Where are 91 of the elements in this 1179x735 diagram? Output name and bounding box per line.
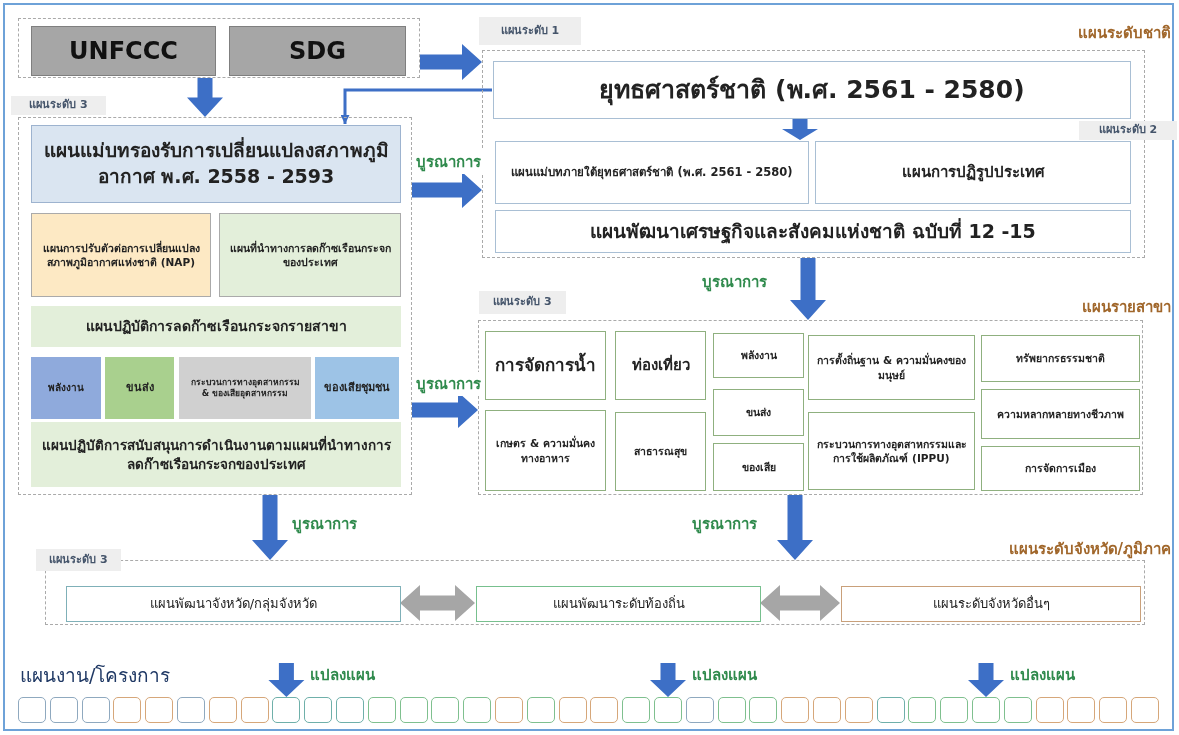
tab-label: แผนระดับ 1 xyxy=(479,17,581,45)
empty-box xyxy=(1003,697,1032,723)
block-arrow xyxy=(777,495,813,560)
plan-box: การจัดการน้ำ xyxy=(485,331,606,400)
empty-box xyxy=(781,697,810,723)
plan-box: เกษตร & ความมั่นคงทางอาหาร xyxy=(485,410,606,491)
empty-box xyxy=(749,697,778,723)
plan-box: แผนที่นำทางการลดก๊าซเรือนกระจกของประเทศ xyxy=(219,213,401,297)
empty-box xyxy=(463,697,492,723)
plan-box: ทรัพยากรธรรมชาติ xyxy=(981,335,1140,382)
empty-box xyxy=(81,697,110,723)
group-frame xyxy=(18,18,420,78)
plan-box: แผนพัฒนาระดับท้องถิ่น xyxy=(476,586,761,622)
empty-box xyxy=(908,697,937,723)
plan-box: สาธารณสุข xyxy=(615,412,706,491)
empty-box xyxy=(208,697,237,723)
edge-label: บูรณาการ xyxy=(414,150,483,174)
plan-box: ของเสีย xyxy=(713,443,804,491)
empty-box xyxy=(113,697,142,723)
plan-box: UNFCCC xyxy=(31,26,216,76)
plan-box: ขนส่ง xyxy=(105,357,174,419)
plan-box: แผนปฏิบัติการสนับสนุนการดำเนินงานตามแผนที่นำทางการลดก๊าซเรือนกระจกของประเทศ xyxy=(31,422,401,487)
empty-box xyxy=(1099,697,1128,723)
empty-box xyxy=(49,697,78,723)
empty-box xyxy=(304,697,333,723)
empty-box xyxy=(431,697,460,723)
empty-box xyxy=(336,697,364,723)
section-heading: แผนระดับจังหวัด/ภูมิภาค xyxy=(1007,538,1171,560)
empty-box xyxy=(654,697,682,723)
plan-box: ของเสียชุมชน xyxy=(315,357,399,419)
block-arrow xyxy=(760,585,840,621)
block-arrow xyxy=(650,663,686,697)
plan-box: ความหลากหลายทางชีวภาพ xyxy=(981,389,1140,439)
plan-box: แผนปฏิบัติการลดก๊าซเรือนกระจกรายสาขา xyxy=(31,306,401,347)
tab-label: แผนระดับ 3 xyxy=(11,96,106,115)
block-arrow xyxy=(790,258,826,320)
block-arrow xyxy=(187,78,223,117)
plan-box: พลังงาน xyxy=(31,357,101,419)
edge-label: บูรณาการ xyxy=(414,372,483,396)
plan-box: การจัดการเมือง xyxy=(981,446,1140,491)
plan-box: พลังงาน xyxy=(713,333,804,378)
empty-box xyxy=(177,697,205,723)
plan-box: ท่องเที่ยว xyxy=(615,331,706,400)
empty-box xyxy=(844,697,873,723)
empty-box xyxy=(717,697,746,723)
section-heading: แผนรายสาขา xyxy=(1081,296,1171,318)
block-arrow xyxy=(412,172,482,208)
section-heading: แผนระดับชาติ xyxy=(1077,22,1171,44)
empty-box xyxy=(590,697,619,723)
row-heading: แผนงาน/โครงการ xyxy=(20,663,171,688)
plan-box: ขนส่ง xyxy=(713,389,804,436)
empty-box xyxy=(940,697,969,723)
empty-box xyxy=(18,697,46,723)
empty-box xyxy=(145,697,174,723)
plan-box: SDG xyxy=(229,26,406,76)
plan-box: แผนพัฒนาจังหวัด/กลุ่มจังหวัด xyxy=(66,586,401,622)
empty-box xyxy=(495,697,523,723)
empty-box xyxy=(876,697,905,723)
block-arrow xyxy=(782,118,818,140)
plan-box: แผนระดับจังหวัดอื่นๆ xyxy=(841,586,1141,622)
empty-box xyxy=(813,697,841,723)
plan-box: แผนการปฏิรูปประเทศ xyxy=(815,141,1131,204)
arrow xyxy=(340,88,492,124)
empty-box xyxy=(972,697,1000,723)
plan-box: แผนการปรับตัวต่อการเปลี่ยนแปลงสภาพภูมิอากาศแห่งชาติ (NAP) xyxy=(31,213,211,297)
empty-box xyxy=(399,697,428,723)
plan-box: กระบวนการทางอุตสาหกรรมและการใช้ผลิตภัณฑ์ (IPPU) xyxy=(808,412,975,490)
tab-label: แผนระดับ 3 xyxy=(479,291,566,314)
empty-box xyxy=(558,697,587,723)
tab-label: แผนระดับ 2 xyxy=(1079,121,1177,140)
plan-box: แผนแม่บทภายใต้ยุทธศาสตร์ชาติ (พ.ศ. 2561 - 2580) xyxy=(495,141,809,204)
empty-box xyxy=(622,697,651,723)
block-arrow xyxy=(400,585,475,621)
block-arrow xyxy=(420,44,482,80)
plan-box: กระบวนการทางอุตสาหกรรม & ของเสียอุตสาหกรรม xyxy=(179,357,311,419)
empty-box xyxy=(526,697,555,723)
empty-box xyxy=(272,697,301,723)
block-arrow xyxy=(968,663,1004,697)
plan-box: ยุทธศาสตร์ชาติ (พ.ศ. 2561 - 2580) xyxy=(493,61,1131,119)
plan-box: แผนแม่บทรองรับการเปลี่ยนแปลงสภาพภูมิอากาศ พ.ศ. 2558 - 2593 xyxy=(31,125,401,203)
empty-box xyxy=(240,697,269,723)
plan-box: แผนพัฒนาเศรษฐกิจและสังคมแห่งชาติ ฉบับที่ 12 -15 xyxy=(495,210,1131,253)
empty-box xyxy=(1131,697,1159,723)
block-arrow xyxy=(268,663,305,697)
tab-label: แผนระดับ 3 xyxy=(36,549,121,571)
empty-box xyxy=(1067,697,1096,723)
empty-box xyxy=(685,697,714,723)
block-arrow xyxy=(252,495,288,560)
plan-box: การตั้งถิ่นฐาน & ความมั่นคงของมนุษย์ xyxy=(808,335,975,400)
empty-box xyxy=(1035,697,1064,723)
empty-box xyxy=(367,697,396,723)
